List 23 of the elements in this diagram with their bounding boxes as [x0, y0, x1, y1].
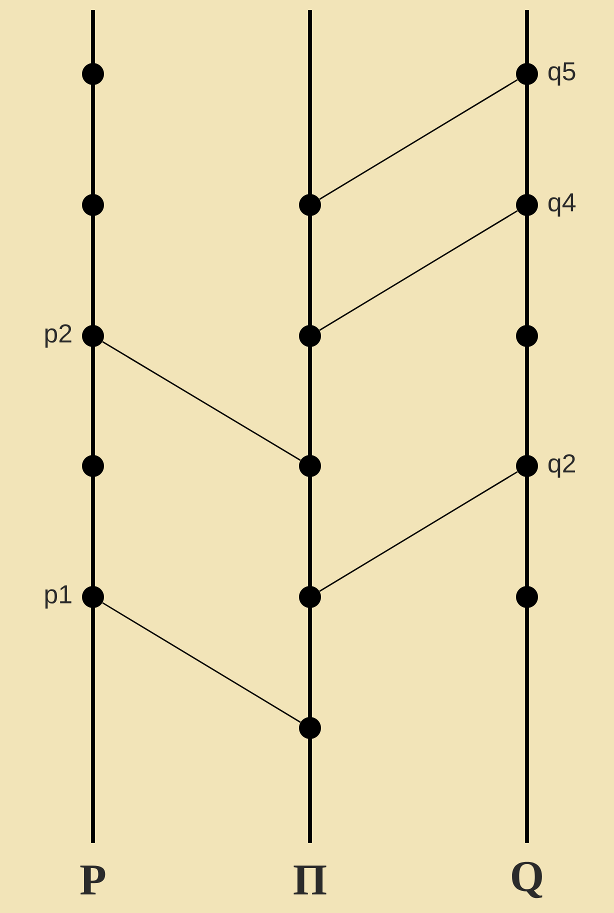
event-dot	[299, 455, 321, 477]
event-dot	[299, 717, 321, 739]
event-dot	[299, 194, 321, 216]
process-name: Π	[294, 866, 326, 894]
event-dot	[82, 455, 104, 477]
message-line	[319, 79, 518, 200]
event-label: q2	[548, 454, 576, 478]
event-dot	[299, 586, 321, 608]
event-label: q4	[548, 193, 576, 217]
process-name: P	[80, 866, 106, 894]
event-dot	[82, 194, 104, 216]
message-line	[102, 341, 301, 461]
message-line	[102, 602, 301, 723]
event-label: q5	[548, 62, 576, 86]
event-dot	[299, 325, 321, 347]
event-dot	[516, 325, 538, 347]
message-line	[319, 471, 518, 592]
event-dot	[82, 63, 104, 85]
event-label: p2	[45, 324, 72, 348]
process-name: Q	[512, 862, 542, 898]
event-dot	[516, 586, 538, 608]
message-line	[319, 210, 518, 331]
event-label: p1	[45, 585, 72, 609]
